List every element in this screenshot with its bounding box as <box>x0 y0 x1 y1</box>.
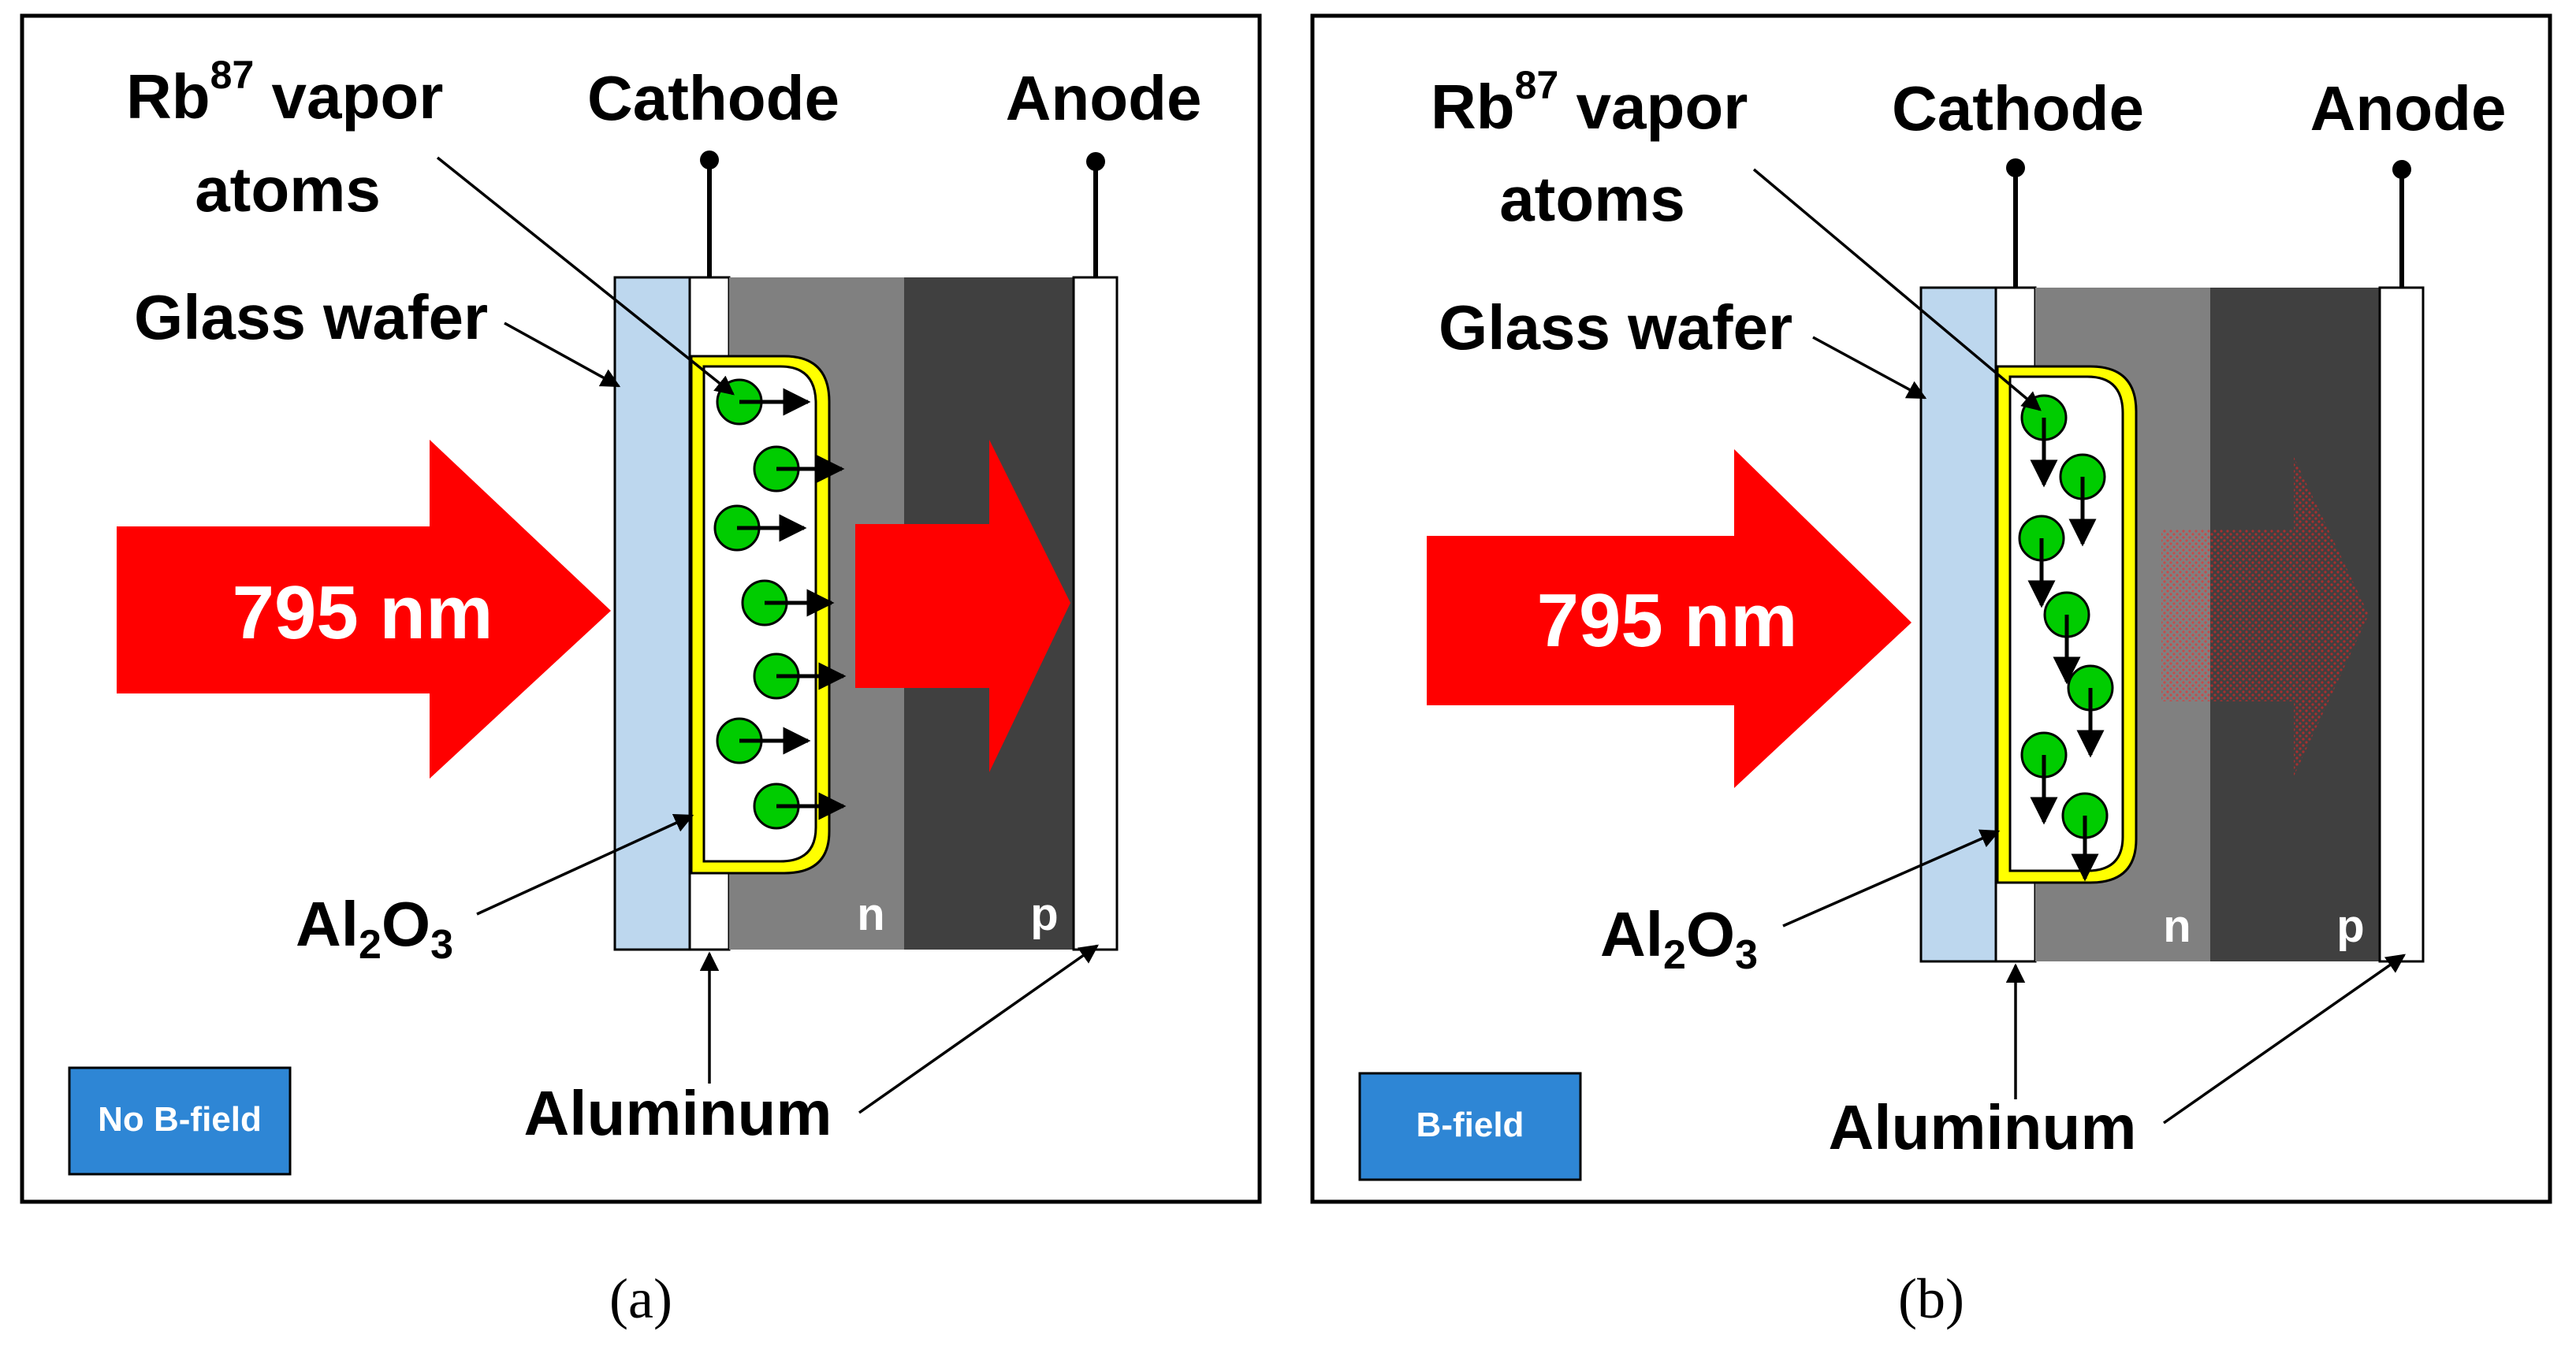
aluminum-label: Aluminum <box>523 1078 832 1148</box>
wavelength-label: 795 nm <box>1537 578 1798 663</box>
rb-vapor-label-line2: atoms <box>195 154 381 225</box>
cathode-label: Cathode <box>587 63 839 133</box>
transmitted-laser-arrow <box>855 440 1070 772</box>
aluminum-pointer-anode <box>2162 954 2407 1125</box>
cathode-label: Cathode <box>1892 73 2144 143</box>
glass-wafer <box>613 276 691 951</box>
rb-vapor-label: Rb87 vapor <box>1431 63 1748 142</box>
aluminum-cathode-bottom <box>688 872 731 951</box>
al2o3-label: Al2O3 <box>1600 899 1758 978</box>
rb-vapor-label-line2: atoms <box>1499 164 1685 234</box>
rb-pointer <box>1752 168 2042 411</box>
caption-b: (b) <box>1898 1267 1964 1330</box>
cathode-terminal <box>2006 158 2025 177</box>
field-badge <box>1358 1072 1582 1181</box>
rb-vapor-label: Rb87 vapor <box>126 53 443 132</box>
rb-superscript: 87 <box>1515 63 1559 107</box>
rb-pointer <box>436 156 735 396</box>
aluminum-cathode-top <box>1994 286 2037 368</box>
p-label: p <box>1030 889 1058 940</box>
anode-terminal <box>2392 160 2411 179</box>
aluminum-cathode-top <box>688 276 731 358</box>
aluminum-label: Aluminum <box>1828 1092 2136 1162</box>
caption-a: (a) <box>609 1267 672 1330</box>
panel-b: 795 nm n p <box>1310 13 2552 1204</box>
rb-superscript: 87 <box>210 53 255 97</box>
atoms-group <box>2018 394 2114 882</box>
field-badge <box>68 1066 292 1176</box>
rb-tail: vapor <box>1558 72 1748 142</box>
field-badge-label: No B-field <box>98 1100 262 1139</box>
incident-laser-arrow <box>1427 449 1912 788</box>
wavelength-label: 795 nm <box>233 571 493 655</box>
al2o3-pointer <box>1782 829 2001 928</box>
aluminum-anode <box>1072 276 1119 951</box>
p-label: p <box>2336 901 2364 952</box>
aluminum-pointer-anode <box>858 944 1100 1114</box>
aluminum-anode <box>2378 286 2425 963</box>
al2o3-label: Al2O3 <box>296 889 453 968</box>
rb-tail: vapor <box>254 61 443 132</box>
n-label: n <box>857 889 884 940</box>
glass-pointer <box>1812 336 1927 400</box>
anode-terminal <box>1086 152 1105 171</box>
aluminum-cathode-bottom <box>1994 881 2037 963</box>
glass-pointer <box>504 322 621 388</box>
incident-laser-arrow <box>117 440 611 779</box>
al2o3-pointer <box>476 814 694 916</box>
glass-wafer-label: Glass wafer <box>1439 292 1792 362</box>
panel-a: 795 nm n p <box>20 13 1262 1204</box>
n-label: n <box>2163 901 2191 952</box>
cathode-terminal <box>700 151 719 169</box>
glass-wafer-label: Glass wafer <box>134 282 488 352</box>
anode-label: Anode <box>1006 63 1202 133</box>
transmitted-laser-arrow-faint <box>2161 457 2369 776</box>
anode-label: Anode <box>2310 73 2507 143</box>
field-badge-label: B-field <box>1416 1106 1524 1144</box>
